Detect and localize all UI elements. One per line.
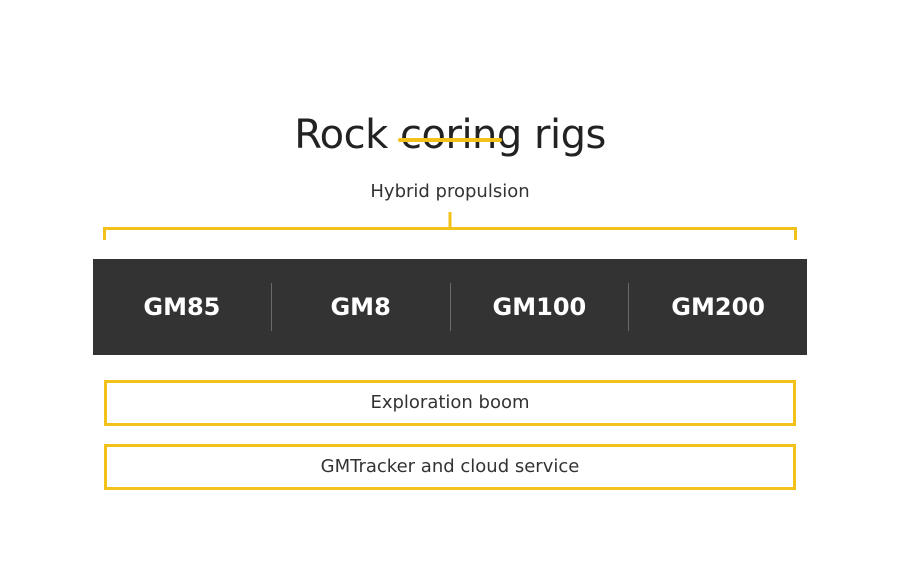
feature-exploration-boom: Exploration boom: [104, 380, 796, 426]
model-gm100: GM100: [449, 283, 629, 331]
title-underline: [398, 138, 502, 142]
bracket-label: Hybrid propulsion: [370, 181, 530, 202]
feature-gmtracker-cloud: GMTracker and cloud service: [104, 444, 796, 490]
model-gm85: GM85: [143, 293, 221, 321]
hybrid-propulsion-bracket: [103, 212, 797, 240]
page-title: Rock coring rigs: [294, 111, 606, 158]
model-gm8: GM8: [270, 283, 450, 331]
model-bar: GM85 GM8 GM100 GM200: [93, 259, 807, 355]
model-gm200: GM200: [628, 283, 807, 331]
